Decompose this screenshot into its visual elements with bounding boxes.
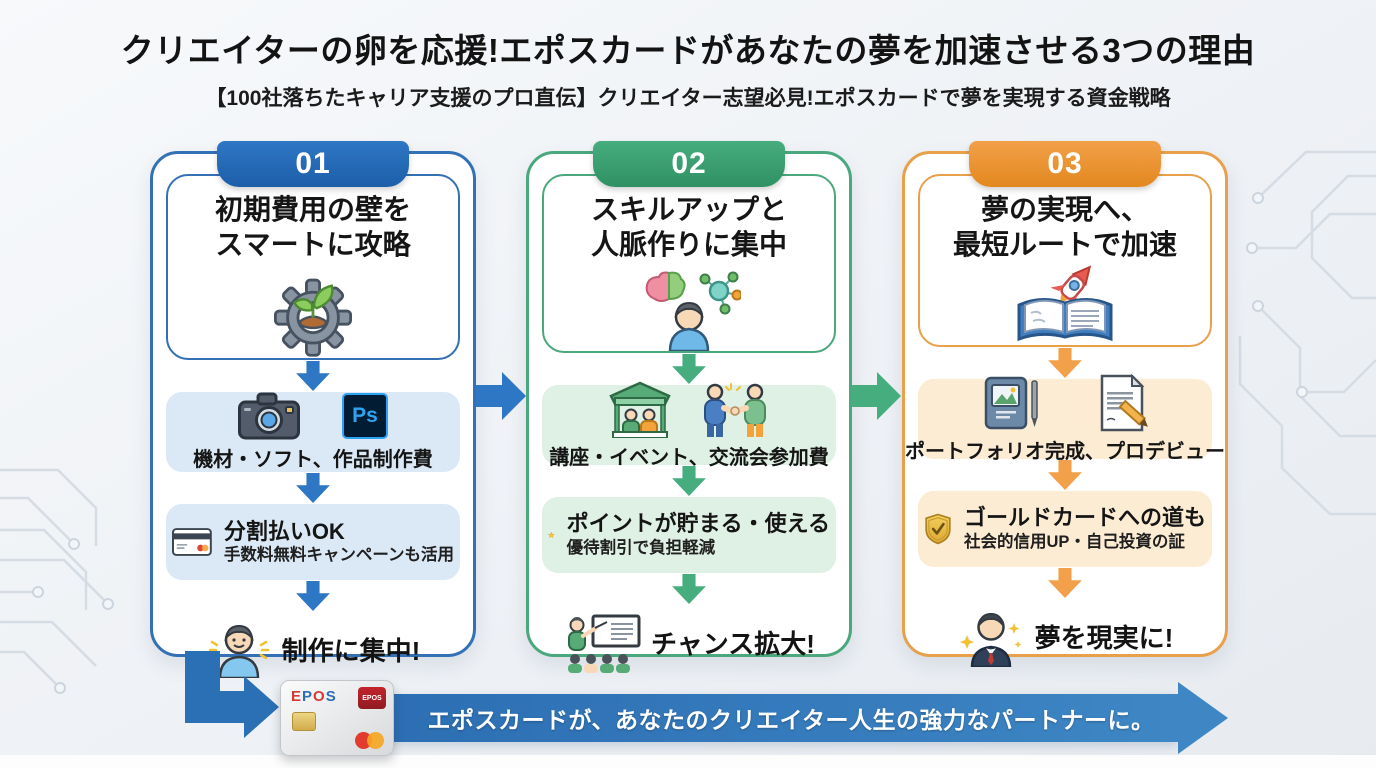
footer-banner-text: エポスカードが、あなたのクリエイター人生の強力なパートナーに。 [427,707,1155,733]
photoshop-label: Ps [352,404,378,427]
reason-header-card-2: スキルアップと 人脈作りに集中 [542,174,836,353]
reason-heading-2: スキルアップと 人脈作りに集中 [591,192,787,263]
gear-sprout-icon [273,278,353,357]
mastercard-icon [355,732,385,749]
epos-logo-letter: E [291,688,303,705]
workshop-booth-icon [609,381,671,438]
benefit-box-2: ポイントが貯まる・使える 優待割引で負担軽減 [542,496,836,573]
expense-box-2: 講座・イベント、交流会参加費 [542,381,836,469]
reason-heading-1: 初期費用の壁を スマートに攻略 [215,192,411,263]
reason-card-3: 夢の実現へ、 最短ルートで加速 [902,151,1228,667]
heading-line-2: スマートに攻略 [215,229,411,261]
portfolio-book-icon [984,376,1038,429]
page-title: クリエイターの卵を応援!エポスカードがあなたの夢を加速させる3つの理由 [120,32,1256,69]
epos-logo: EPOS [291,688,337,705]
reason-header-card-1: 初期費用の壁を スマートに攻略 [166,174,460,360]
down-arrow-icon [296,361,330,391]
footer-banner-arrowhead [1178,682,1228,754]
down-arrow-icon [296,581,330,611]
expense-box-1: Ps 機材・ソフト、作品制作費 [166,392,460,472]
result-label-1: 制作に集中! [281,635,421,666]
benefit-box-3: ゴールドカードへの道も 社会的信用UP・自己投資の証 [918,490,1212,567]
presenter-icon [568,614,641,673]
result-row-2: チャンス拡大! [563,613,815,673]
shield-check-icon [925,513,951,544]
result-label-3: 夢を現実に! [1034,623,1174,654]
expense-label-1: 機材・ソフト、作品制作費 [193,449,433,471]
benefit-title-2: ポイントが貯まる・使える [566,511,830,537]
reason-card-2: スキルアップと 人脈作りに集中 [526,151,852,673]
epos-logo-letter: S [325,688,337,705]
epos-card: EPOS EPOS [280,680,394,756]
benefit-title-3: ゴールドカードへの道も [963,505,1206,531]
reason-heading-3: 夢の実現へ、 最短ルートで加速 [953,192,1177,263]
heading-line-2: 人脈作りに集中 [590,229,787,261]
epos-logo-letter: P [302,688,314,705]
epos-red-badge: EPOS [358,687,386,709]
brain-network-person-icon [645,271,741,351]
step-number-badge-2: 02 [593,141,785,187]
down-arrow-icon [1048,459,1082,490]
right-arrow-step2-to-step3 [851,372,901,420]
down-arrow-icon [672,465,706,496]
reason-header-card-3: 夢の実現へ、 最短ルートで加速 [918,174,1212,347]
credit-card-icon [172,528,212,556]
result-label-2: チャンス拡大! [651,629,815,660]
document-pen-icon [1100,373,1148,431]
expense-box-3: ポートフォリオ完成、プロデビュー [905,373,1225,463]
elbow-arrow-icon [185,651,279,738]
down-arrow-icon [296,473,330,503]
happy-person-icon [208,624,269,678]
footer-banner: エポスカードが、あなたのクリエイター人生の強力なパートナーに。 [340,694,1178,742]
benefit-box-1: 分割払いOK 手数料無料キャンペーンも活用 [166,504,460,580]
step-number-badge-1: 01 [217,141,409,187]
heading-line-1: 初期費用の壁を [214,194,411,225]
businessman-icon [959,612,1022,667]
heading-line-1: スキルアップと [590,194,787,225]
down-arrow-icon [1048,347,1082,378]
camera-icon [238,392,300,440]
reason-column-1: 01 初期費用の壁を スマートに攻略 [150,141,476,678]
handshake-icon [704,382,766,437]
expense-label-2: 講座・イベント、交流会参加費 [549,446,829,469]
bottom-strip [0,755,1376,768]
benefit-subtitle-1: 手数料無料キャンペーンも活用 [223,546,454,565]
star-icon [548,531,555,538]
down-arrow-icon [672,573,706,604]
heading-line-1: 夢の実現へ、 [980,194,1149,225]
result-row-1: 制作に集中! [206,620,421,678]
benefit-title-1: 分割払いOK [223,518,345,544]
card-chip-icon [292,712,316,731]
benefit-subtitle-2: 優待割引で負担軽減 [566,538,716,557]
down-arrow-icon [672,353,706,384]
right-arrow-step1-to-step2 [476,372,526,420]
epos-logo-letter: O [313,688,326,705]
step-number-badge-3: 03 [969,141,1161,187]
reason-column-2: 02 スキルアップと 人脈作りに集中 [526,141,852,673]
book-rocket-icon [1017,264,1113,341]
photoshop-icon: Ps [342,393,388,439]
reason-card-1: 初期費用の壁を スマートに攻略 [150,151,476,678]
result-row-3: 夢を現実に! [957,607,1174,667]
page-subtitle: 【100社落ちたキャリア支援のプロ直伝】クリエイター志望必見!エポスカードで夢を… [205,87,1171,110]
expense-label-3: ポートフォリオ完成、プロデビュー [905,440,1225,463]
heading-line-2: 最短ルートで加速 [952,229,1177,261]
benefit-subtitle-3: 社会的信用UP・自己投資の証 [963,532,1185,551]
down-arrow-icon [1048,567,1082,598]
reason-column-3: 03 夢の実現へ、 最短ルートで加速 [902,141,1228,667]
